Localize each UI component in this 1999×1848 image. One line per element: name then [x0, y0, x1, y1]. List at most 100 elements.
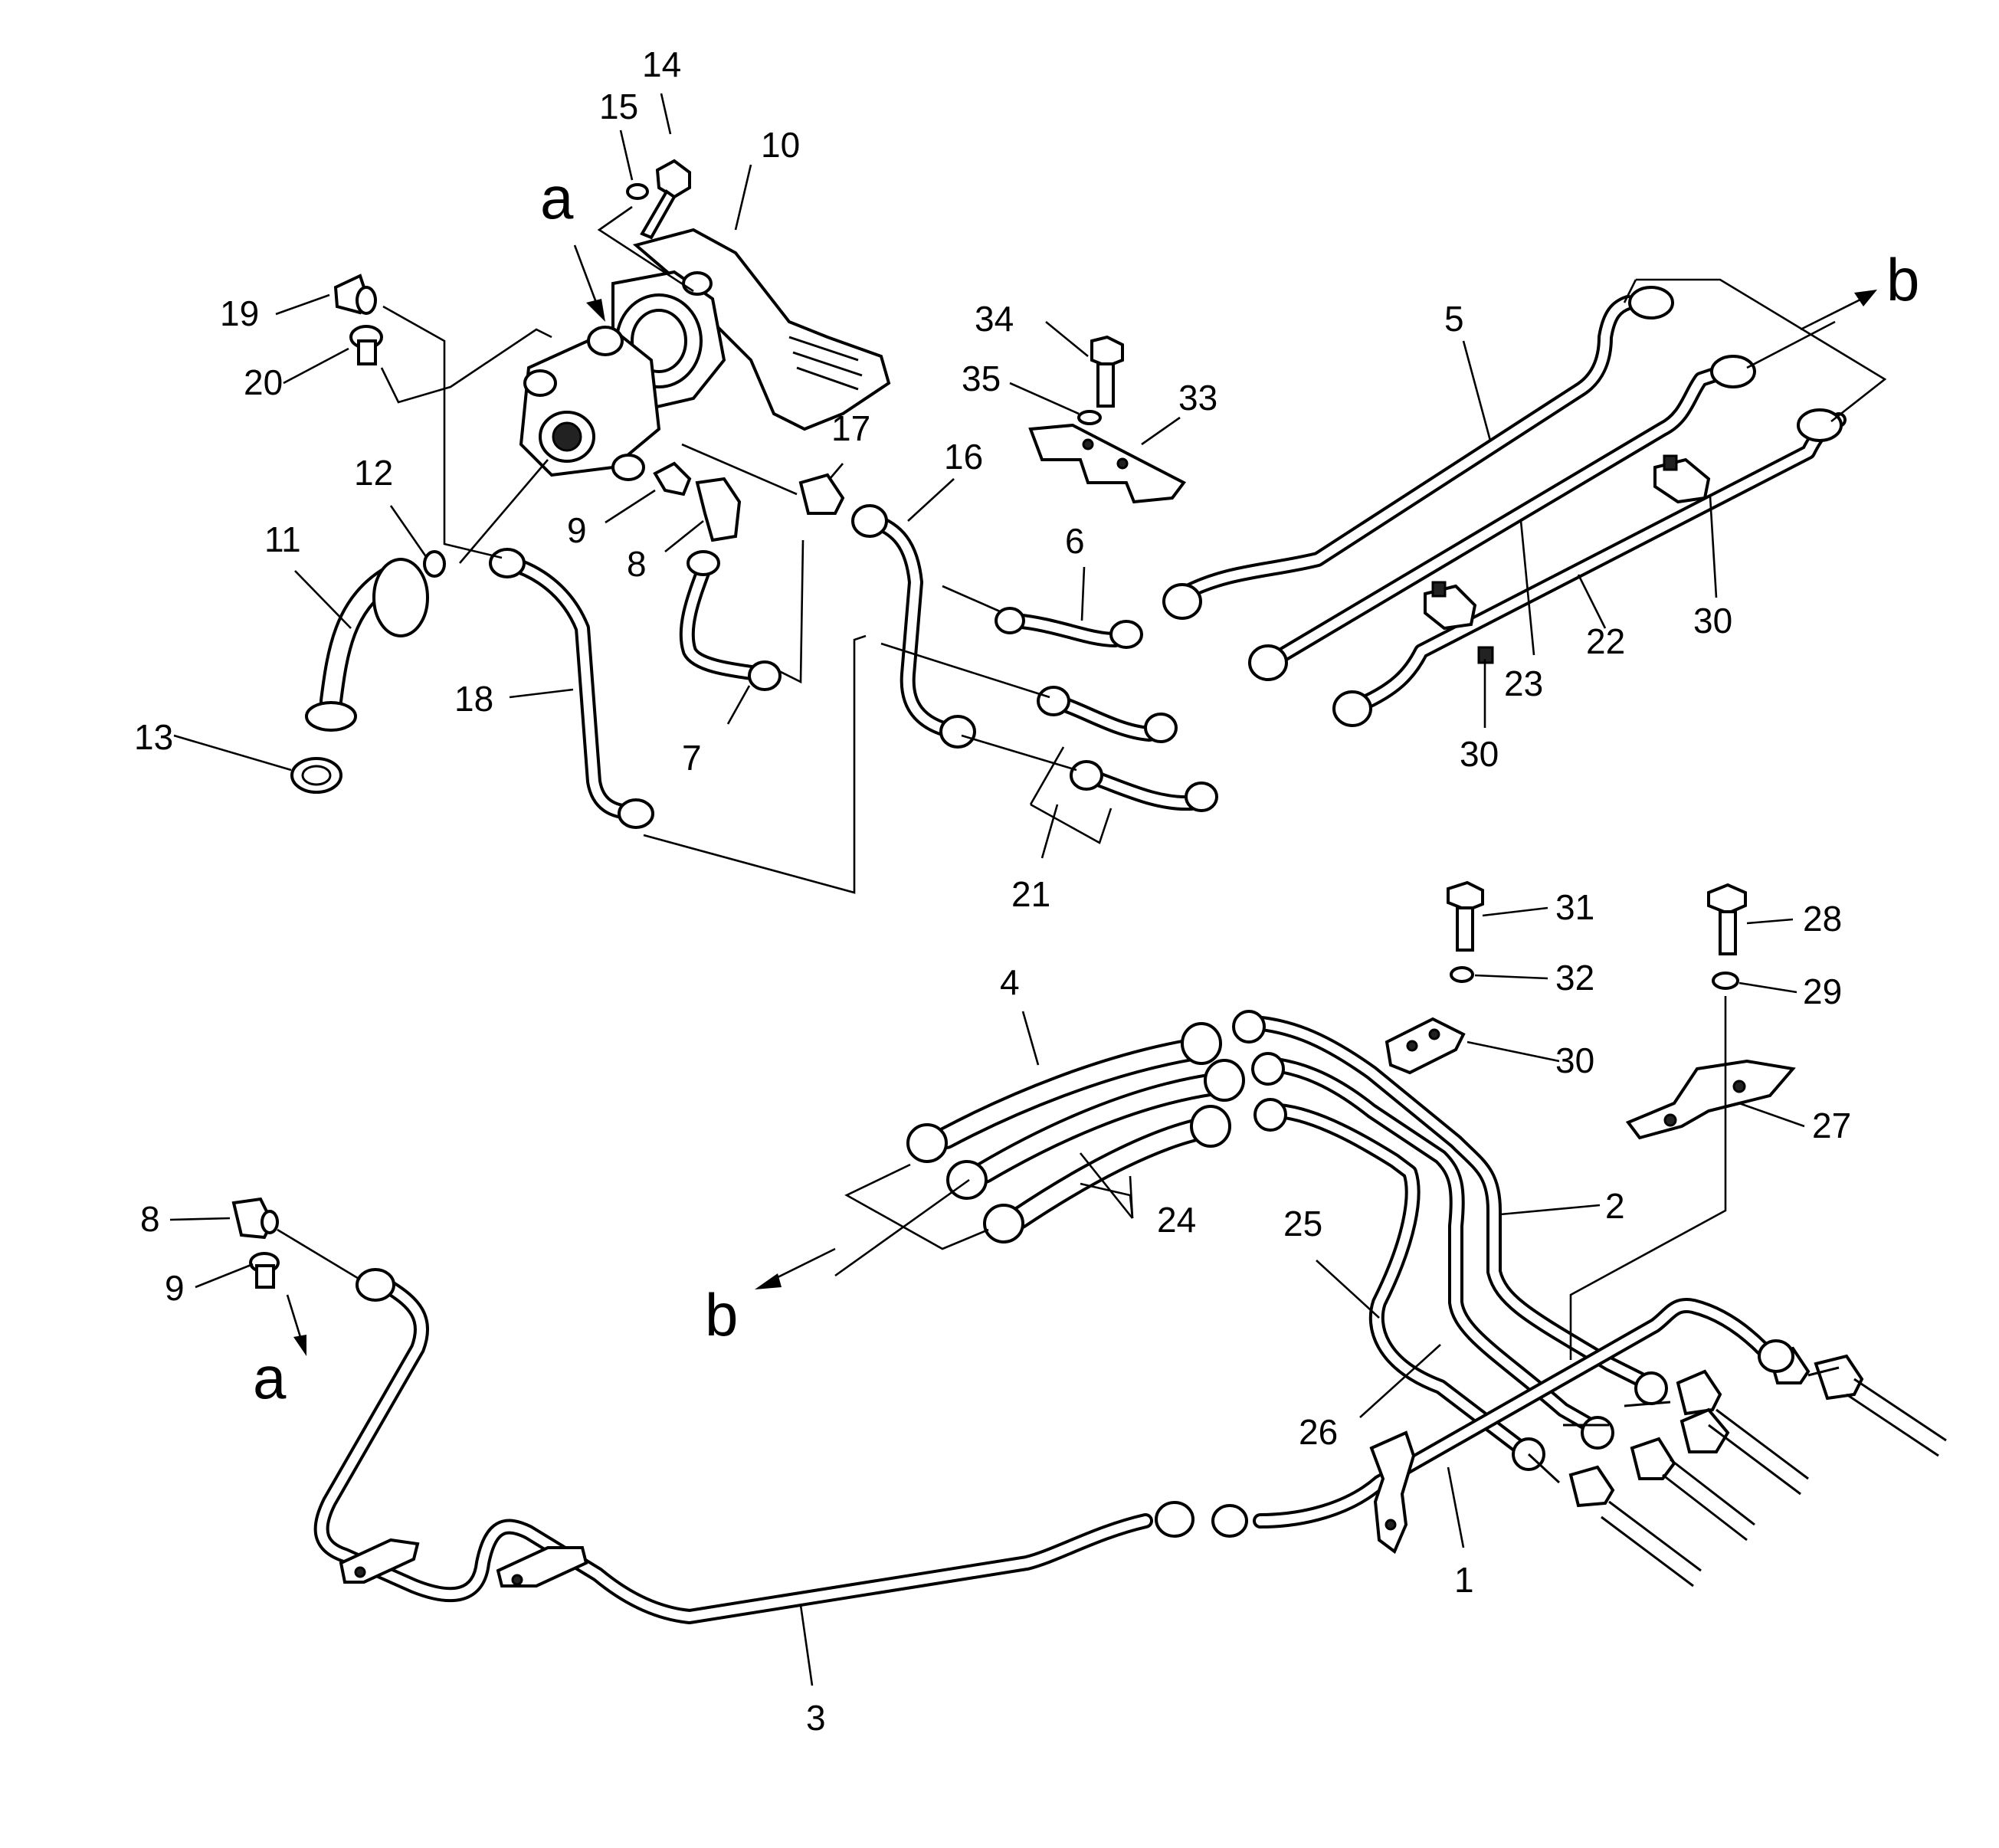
callout-18: 18 [454, 679, 493, 719]
callout-21: 21 [1011, 874, 1050, 914]
hose-11-end [305, 701, 357, 732]
elbow-8-bottom [231, 1197, 279, 1240]
pipe-5 [1162, 286, 1674, 620]
washer-29 [1712, 972, 1739, 990]
callout-8-top: 8 [627, 544, 647, 584]
callout-32: 32 [1555, 958, 1594, 998]
pipe-23 [1248, 355, 1756, 681]
callout-17: 17 [831, 408, 870, 448]
letter-a-bottom: a [253, 1344, 287, 1411]
arrow-a-bottom-head [293, 1335, 306, 1356]
callout-6: 6 [1065, 521, 1085, 561]
arrow-b-right-head [1854, 290, 1877, 306]
adapter-17 [798, 473, 845, 515]
adapter-9-top [653, 461, 692, 496]
plate-33 [1028, 423, 1187, 504]
bolt-14 [640, 159, 691, 240]
reference-letters: a b b a [253, 164, 1919, 1411]
callout-15: 15 [599, 87, 638, 126]
callout-12: 12 [354, 453, 393, 493]
clip-30-upper-right [1653, 454, 1711, 504]
bracket-pipe-3-right [496, 1546, 588, 1588]
pipe-21-upper [1037, 686, 1178, 743]
callout-10: 10 [761, 125, 800, 165]
callout-5: 5 [1444, 299, 1464, 339]
callout-19: 19 [220, 293, 259, 333]
callout-3: 3 [806, 1698, 826, 1738]
hose-24-lower [983, 1105, 1231, 1243]
callout-24: 24 [1157, 1200, 1196, 1240]
callout-9-top: 9 [567, 510, 587, 550]
callout-8-bottom: 8 [140, 1199, 160, 1239]
bracket-pipe-3-left [339, 1538, 420, 1584]
callout-29: 29 [1803, 972, 1842, 1011]
callout-30-upper-right: 30 [1693, 601, 1732, 641]
callout-27: 27 [1812, 1106, 1851, 1145]
elbow-8-top [695, 477, 742, 542]
callout-13: 13 [134, 717, 173, 757]
pipe-1 [1211, 1298, 1794, 1538]
callout-35: 35 [962, 359, 1001, 398]
callout-30-lower: 30 [1555, 1040, 1594, 1080]
bolt-34 [1090, 335, 1124, 408]
clip-30-lower [1385, 1017, 1466, 1075]
washer-32 [1450, 966, 1474, 983]
callout-9-bottom: 9 [165, 1268, 185, 1308]
adapter-9-bottom [249, 1252, 280, 1289]
bolt-28 [1707, 883, 1747, 955]
pipe-2 [1232, 1010, 1668, 1405]
callout-2: 2 [1605, 1186, 1625, 1226]
arrow-b-left [769, 1247, 836, 1283]
callout-labels: 14 15 10 19 20 12 11 13 18 9 8 17 16 7 6… [134, 44, 1851, 1738]
arrow-a-bottom [286, 1294, 302, 1338]
letter-b-left: b [705, 1281, 738, 1348]
arrow-b-left-head [755, 1273, 782, 1289]
washer-35 [1077, 410, 1102, 425]
clamp-13 [290, 757, 342, 794]
callout-4: 4 [1000, 962, 1020, 1002]
pipe-22 [1332, 408, 1847, 727]
clip-30-upper-mid [1424, 581, 1494, 664]
washer-15 [626, 183, 649, 200]
brake-valve-assembly [519, 228, 891, 481]
callout-33: 33 [1178, 378, 1217, 418]
pipe-16 [851, 504, 976, 749]
direction-arrows [286, 244, 1877, 1356]
hose-24-upper [946, 1059, 1245, 1200]
hose-4 [906, 1022, 1222, 1163]
right-fittings [1527, 1346, 1947, 1588]
o-ring-12 [423, 550, 446, 578]
clamp-27 [1625, 1059, 1796, 1140]
letter-b-right: b [1886, 246, 1919, 313]
callout-30-upper-mid: 30 [1460, 734, 1499, 774]
leader-lines [169, 93, 1887, 1686]
letter-a-top: a [540, 164, 574, 231]
callout-16: 16 [944, 437, 983, 477]
pipe-7 [679, 550, 782, 691]
callout-31: 31 [1555, 887, 1594, 927]
plug-20 [349, 325, 383, 365]
arrow-a-top-head [586, 299, 605, 322]
pipe-18 [489, 548, 654, 829]
callout-11: 11 [264, 519, 301, 559]
arrow-a-top [573, 244, 599, 307]
callout-23: 23 [1504, 664, 1543, 703]
pipe-3 [313, 1268, 1194, 1624]
callout-26: 26 [1299, 1412, 1338, 1452]
arrow-b-right [1800, 297, 1863, 331]
callout-7: 7 [682, 738, 702, 778]
pipe-26 [1251, 1052, 1614, 1450]
callout-25: 25 [1283, 1204, 1322, 1243]
callout-28: 28 [1803, 899, 1842, 939]
bolt-31 [1447, 880, 1484, 952]
callout-14: 14 [642, 44, 681, 84]
callout-20: 20 [244, 362, 283, 402]
parts-drawing [231, 159, 1947, 1624]
callout-34: 34 [975, 299, 1014, 339]
hose-11-flange [372, 558, 429, 637]
elbow-19 [333, 274, 377, 315]
bracket-pipe-1 [1369, 1430, 1416, 1555]
callout-22: 22 [1586, 621, 1625, 661]
callout-1: 1 [1454, 1560, 1474, 1600]
